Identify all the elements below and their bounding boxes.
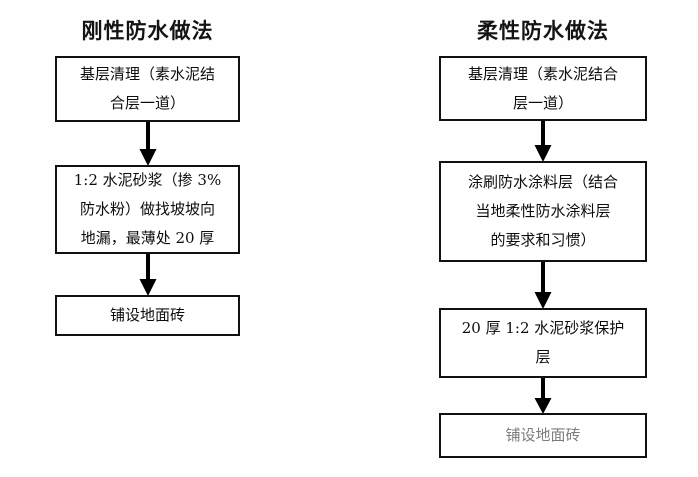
node-flexible-step-1-line-1: 基层清理（素水泥结合 [467, 64, 618, 83]
node-rigid-step-2-line-1: 1:2 水泥砂浆（掺 3% [73, 171, 222, 189]
node-rigid-step-2: 1:2 水泥砂浆（掺 3% 防水粉）做找坡坡向 地漏，最薄处 20 厚 [55, 165, 240, 254]
node-rigid-step-1-line-1: 基层清理（素水泥结 [79, 65, 215, 83]
arrow-down-icon-flexible-3 [532, 378, 554, 414]
node-flexible-step-4: 铺设地面砖 [439, 413, 647, 458]
node-flexible-step-4-line-1: 铺设地面砖 [505, 426, 581, 444]
node-flexible-step-1-line-2: 层一道） [512, 93, 573, 112]
node-flexible-step-2-line-1: 涂刷防水涂料层（结合 [467, 173, 618, 191]
node-rigid-step-2-line-2: 防水粉）做找坡坡向 [79, 200, 215, 218]
arrow-down-icon-rigid-2 [137, 254, 159, 296]
column-title-rigid: 刚性防水做法 [81, 18, 214, 43]
arrow-down-icon-flexible-2 [532, 262, 554, 309]
node-flexible-step-3: 20 厚 1:2 水泥砂浆保护 层 [439, 308, 647, 378]
node-rigid-step-1: 基层清理（素水泥结 合层一道） [55, 56, 240, 122]
node-flexible-step-1: 基层清理（素水泥结合 层一道） [439, 56, 647, 121]
node-flexible-step-3-line-1: 20 厚 1:2 水泥砂浆保护 [461, 319, 625, 337]
arrow-down-icon-flexible-1 [532, 121, 554, 162]
node-rigid-step-3-line-1: 铺设地面砖 [109, 306, 185, 324]
node-flexible-step-2-line-2: 当地柔性防水涂料层 [475, 202, 611, 220]
column-title-flexible: 柔性防水做法 [477, 18, 609, 43]
node-flexible-step-2: 涂刷防水涂料层（结合 当地柔性防水涂料层 的要求和习惯） [439, 161, 647, 262]
node-rigid-step-1-line-2: 合层一道） [109, 94, 185, 112]
arrow-down-icon-rigid-1 [137, 122, 159, 166]
node-flexible-step-2-line-3: 的要求和习惯） [490, 231, 596, 249]
node-rigid-step-2-line-3: 地漏，最薄处 20 厚 [80, 229, 215, 247]
node-flexible-step-3-line-2: 层 [535, 348, 551, 366]
node-rigid-step-3: 铺设地面砖 [55, 295, 240, 336]
